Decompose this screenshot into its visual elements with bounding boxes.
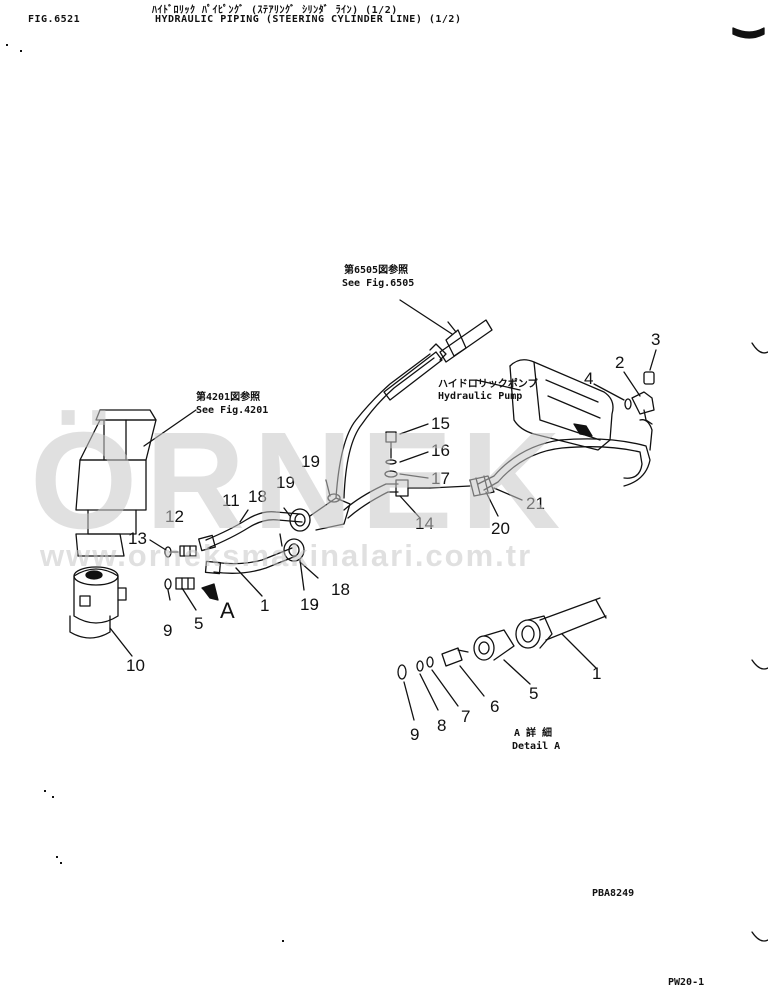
callout-1-detail: 1 (592, 664, 602, 683)
title-english: HYDRAULIC PIPING (STEERING CYLINDER LINE… (155, 14, 462, 25)
corner-mark (732, 27, 765, 39)
view-arrow-a (201, 583, 219, 601)
hydraulic-pump-body (509, 359, 614, 451)
washer-16 (385, 459, 397, 465)
binder-hole-1 (751, 342, 768, 354)
callout-6-detail: 6 (490, 697, 500, 716)
steering-valve-body (75, 409, 157, 557)
callout-9-left: 9 (163, 621, 173, 640)
pump-label-en: Hydraulic Pump (438, 391, 523, 402)
callout-7-detail: 7 (461, 707, 471, 726)
callout-19-bottom: 19 (300, 595, 319, 614)
detail-a-ring-7 (426, 656, 434, 668)
detail-a-label-en: Detail A (512, 741, 561, 752)
clamp-lower (283, 538, 305, 562)
watermark-brand: ÖRNEK (30, 404, 569, 558)
title-japanese: ﾊｲﾄﾞﾛﾘｯｸ ﾊﾟｲﾋﾟﾝｸﾞ (ｽﾃｱﾘﾝｸﾞ ｼﾘﾝﾀﾞ ﾗｲﾝ) (1… (152, 5, 398, 16)
callout-5-detail: 5 (529, 684, 539, 703)
detail-a-ring-8 (416, 660, 424, 672)
hose-to-pump (429, 438, 651, 491)
callout-9-detail: 9 (410, 725, 420, 744)
figure-number: FIG.6521 (28, 14, 81, 25)
plug-3 (643, 371, 655, 385)
binder-hole-2 (751, 659, 768, 670)
callout-19-mid: 19 (276, 473, 295, 492)
callout-20: 20 (491, 519, 510, 538)
callout-4: 4 (584, 369, 594, 388)
callout-2: 2 (615, 353, 625, 372)
detail-a-oring-9 (397, 664, 407, 680)
callout-19-top: 19 (301, 452, 320, 471)
callout-21: 21 (526, 494, 545, 513)
elbow-2 (631, 391, 655, 425)
pipe-to-fig6505 (335, 319, 493, 499)
o-ring-4 (624, 398, 632, 410)
detail-a-tube-1 (515, 597, 607, 649)
ref-fig4201-en: See Fig.4201 (196, 405, 269, 416)
callout-3: 3 (651, 330, 661, 349)
ref-fig6505-jp: 第6505図参照 (344, 265, 409, 276)
drawing-number: PBA8249 (592, 888, 635, 899)
pump-label-jp: ハイドロリックポンプ (438, 379, 538, 390)
o-ring-9-left (164, 578, 172, 590)
connector-5-left (175, 577, 195, 590)
callout-a-view: A (220, 598, 235, 623)
hose-end-20 (469, 475, 495, 497)
detail-a-sleeve-6 (441, 647, 469, 667)
callout-17: 17 (431, 469, 450, 488)
callout-14: 14 (415, 514, 434, 533)
elbow-12 (179, 545, 197, 557)
callout-16: 16 (431, 441, 450, 460)
callout-10: 10 (126, 656, 145, 675)
binder-hole-3 (751, 931, 768, 942)
washer-17 (384, 470, 398, 478)
callout-5-left: 5 (194, 614, 204, 633)
watermark-site: www.orneksmakinalari.com.tr (40, 538, 533, 573)
detail-a-nut-5 (473, 629, 515, 661)
bolt-15 (385, 431, 397, 459)
detail-a-label-jp: A 詳 細 (514, 728, 553, 739)
ref-fig6505-en: See Fig.6505 (342, 278, 415, 289)
callout-1-left: 1 (260, 596, 270, 615)
steering-cylinder-body (69, 566, 127, 639)
callout-18-top: 18 (248, 487, 267, 506)
callout-12: 12 (165, 507, 184, 526)
callout-13: 13 (128, 529, 147, 548)
clamp-upper (289, 493, 351, 532)
page-number: PW20-1 (668, 977, 705, 988)
tube-11 (198, 511, 303, 552)
callout-8-detail: 8 (437, 716, 447, 735)
pipe-to-tee-14 (343, 479, 431, 519)
callout-11: 11 (222, 491, 240, 510)
callout-18-bottom: 18 (331, 580, 350, 599)
tube-1-left (204, 547, 297, 575)
callout-15: 15 (431, 414, 450, 433)
ref-fig4201-jp: 第4201図参照 (196, 392, 261, 403)
